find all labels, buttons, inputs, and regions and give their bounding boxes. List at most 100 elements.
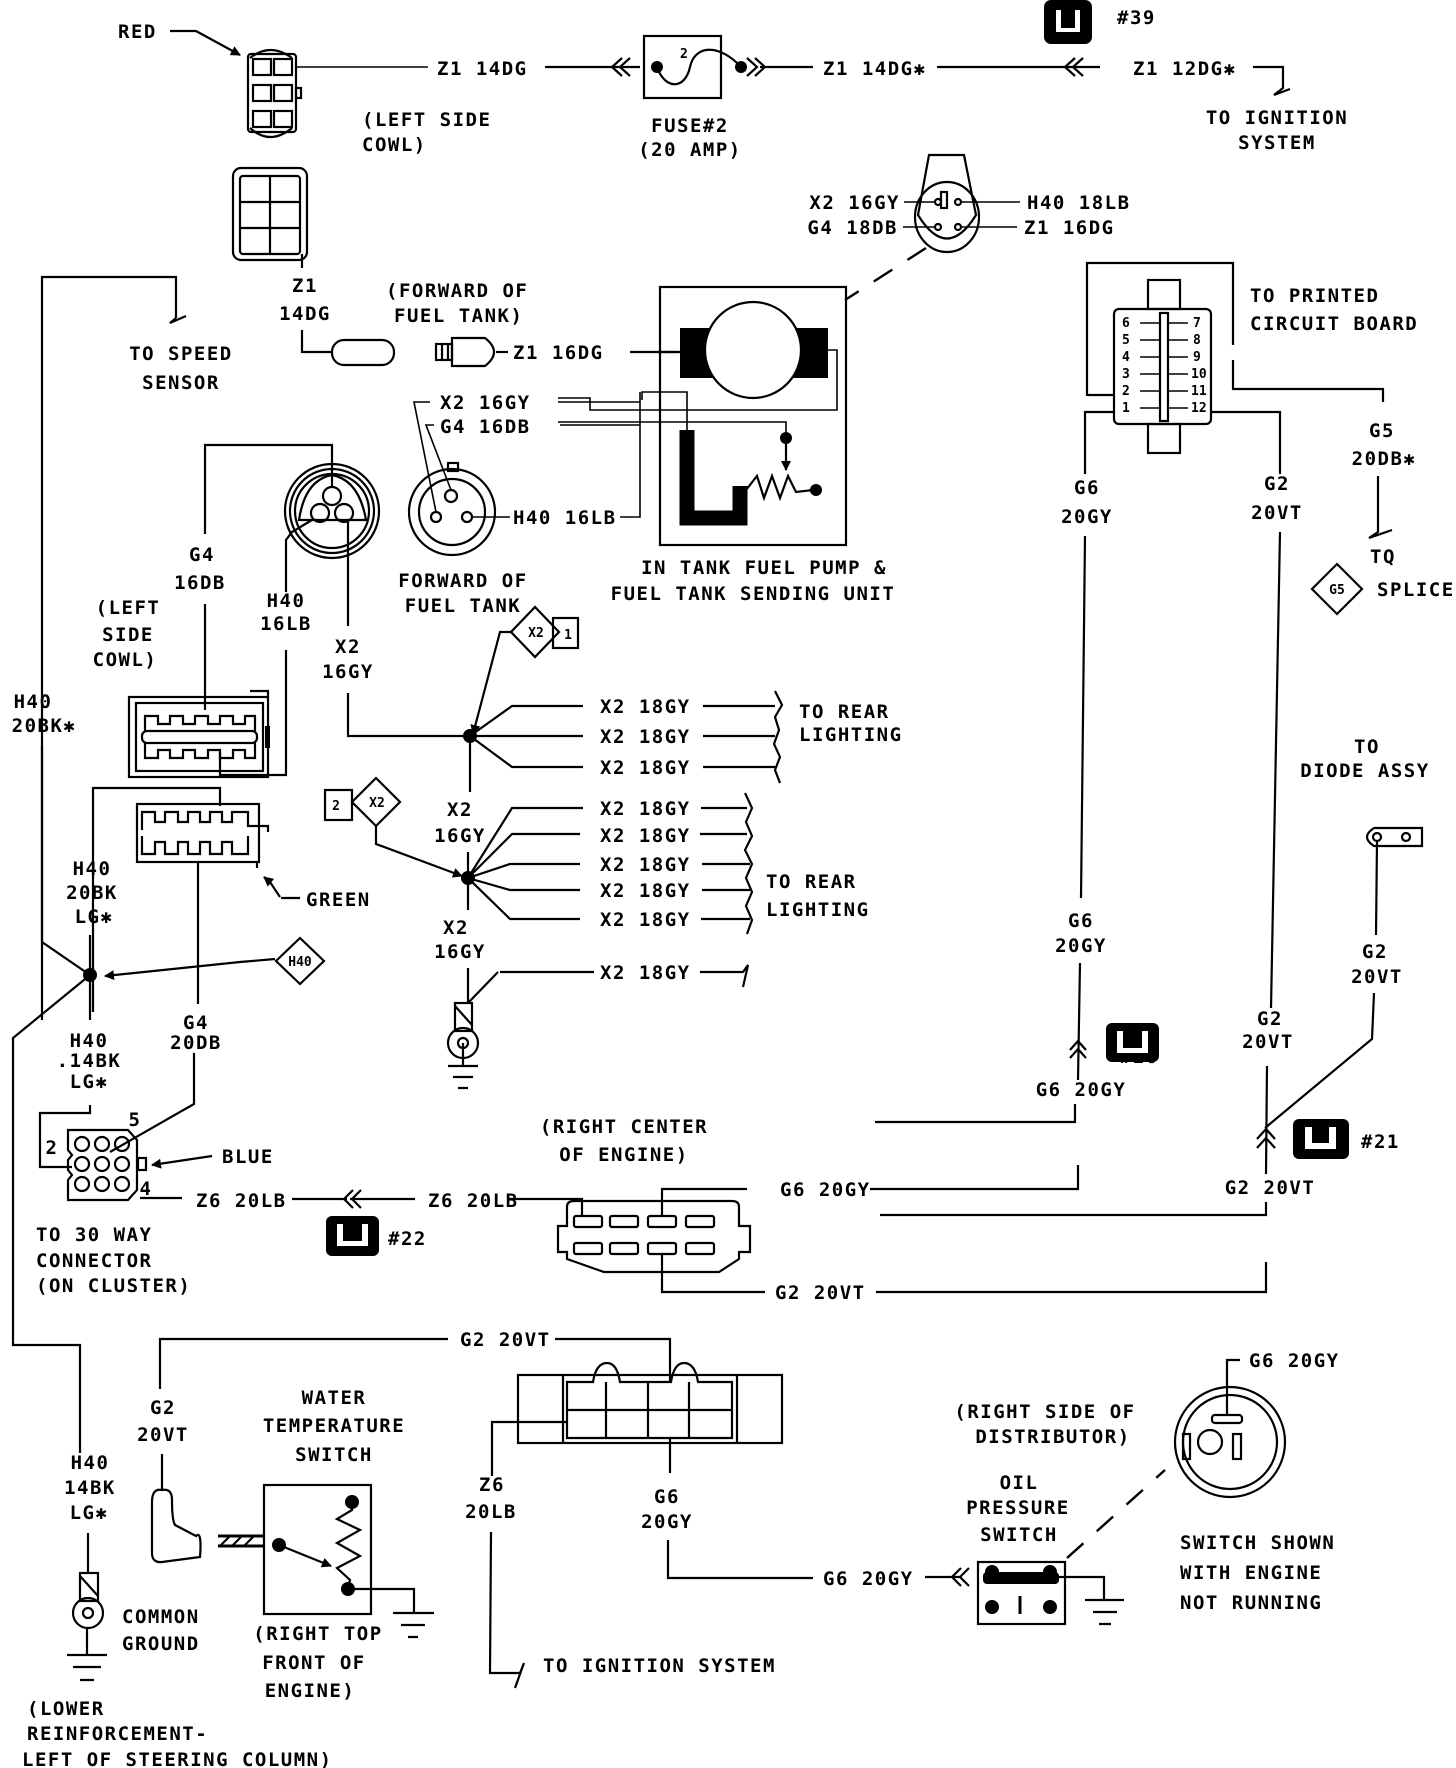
- pcb-g6-label-2: 20GY: [1061, 506, 1113, 528]
- rear-1-wire-1: X2 18GY: [600, 726, 691, 748]
- fuel-pump-sending-unit[interactable]: IN TANK FUEL PUMP & FUEL TANK SENDING UN…: [558, 285, 895, 605]
- to-rear-1-label-a: TO REAR: [799, 701, 890, 723]
- inline-connector-icon: [300, 330, 508, 368]
- g5-splice-diamond[interactable]: G5: [1310, 562, 1364, 616]
- connector-chevron-icon: [950, 1567, 970, 1587]
- pcb-pin-3: 3: [1122, 367, 1130, 382]
- printed-circuit-connector[interactable]: 6 5 4 3 2 1 7 8 9 10 11 12: [1083, 261, 1385, 474]
- forward-label-2: FUEL TANK): [394, 305, 523, 327]
- h40-14bk-label-1: H40: [70, 1030, 109, 1052]
- splice-22-icon[interactable]: [326, 1216, 379, 1256]
- bottom-z6-label-2: 20LB: [465, 1501, 517, 1523]
- wire-g5-break: [1368, 476, 1393, 540]
- left-cowl-label-2: COWL): [362, 134, 427, 156]
- rear-2-wire-4: X2 18GY: [600, 909, 691, 931]
- ground-icon: [1085, 1598, 1124, 1626]
- to-diode-label-1: TO: [1354, 736, 1380, 758]
- wire-z1-14dg-right-label: Z1 14DG✱: [823, 58, 927, 80]
- h40-14bk-label-2: .14BK: [57, 1050, 122, 1072]
- wire-g2-mid-down: [1264, 1065, 1269, 1175]
- pcb-pin-4: 4: [1122, 350, 1130, 365]
- pin-4-label: 4: [140, 1178, 153, 1200]
- pcb-pin-5: 5: [1122, 333, 1130, 348]
- g6-mid-label-2: 20GY: [1055, 935, 1107, 957]
- wire-h40-16lb-left: [284, 519, 313, 592]
- to-30way-label-1: TO 30 WAY: [36, 1224, 152, 1246]
- rear-1-wire-0: X2 18GY: [600, 696, 691, 718]
- red-label: RED: [118, 21, 157, 43]
- h40-splice-diamond[interactable]: H40: [274, 936, 326, 986]
- fuse-element-icon: [655, 48, 742, 86]
- rear-2-wire-0: X2 18GY: [600, 798, 691, 820]
- wire-g2-vertical: [1269, 531, 1282, 1009]
- ground-icon: [393, 1611, 434, 1639]
- rear-2-tails: [700, 806, 750, 921]
- bottom-g6-label-2: 20GY: [641, 1511, 693, 1533]
- diode-assy-terminal-icon[interactable]: [1365, 826, 1424, 848]
- wire-x2-trunk-1: [346, 693, 470, 738]
- splice-20-icon[interactable]: [1106, 1023, 1159, 1062]
- green-label: GREEN: [306, 889, 371, 911]
- fanout-1: [469, 704, 583, 769]
- bottom-z6-label-1: Z6: [479, 1474, 505, 1496]
- lower-label-3: LEFT OF STEERING COLUMN): [22, 1749, 333, 1768]
- wire-h40-diamond: [104, 957, 276, 981]
- h40-20bklg-label-3: LG✱: [75, 906, 114, 928]
- fuse-2[interactable]: 2 FUSE#2 (20 AMP): [638, 34, 767, 161]
- fuel-pump-connector[interactable]: X2 16GY G4 18DB H40 18LB Z1 16DG: [807, 153, 1131, 254]
- connector-dash-line: [1066, 1469, 1166, 1559]
- pcb-pin-2: 2: [1122, 384, 1130, 399]
- h40-20bklg-label-1: H40: [73, 858, 112, 880]
- fuel-tank-3pin-connector[interactable]: [407, 401, 640, 557]
- ground-h40-label-3: LG✱: [70, 1502, 109, 1524]
- splice-39-icon[interactable]: [1044, 0, 1092, 44]
- bottom-g2-label-2: 20VT: [137, 1424, 189, 1446]
- wire-z1-label: Z1: [292, 275, 318, 297]
- rear-extra-tail: [700, 964, 750, 988]
- common-ground-icon[interactable]: [67, 1533, 107, 1682]
- pcb-pin-1: 1: [1122, 401, 1130, 416]
- green-connector[interactable]: [91, 786, 270, 1012]
- x2-splice-1-diamond[interactable]: X2 1: [509, 605, 580, 659]
- splice-21-icon[interactable]: [1293, 1119, 1349, 1159]
- wire-14dg-label: 14DG: [279, 303, 331, 325]
- dist-label-1: (RIGHT SIDE OF: [954, 1401, 1135, 1423]
- pcb-pin-6: 6: [1122, 316, 1130, 331]
- to-printed-label-1: TO PRINTED: [1250, 285, 1379, 307]
- oil-sender-connector[interactable]: [1173, 1358, 1287, 1499]
- water-temp-label-2: TEMPERATURE: [263, 1415, 405, 1437]
- bottom-g6-label-1: G6: [654, 1486, 680, 1508]
- g4-20db-label-1: G4: [183, 1012, 209, 1034]
- blue-9pin-connector[interactable]: [38, 1053, 213, 1202]
- to-rear-2-label-a: TO REAR: [766, 871, 857, 893]
- to-speed-label-2: SENSOR: [142, 372, 220, 394]
- x2-splice-2-diamond[interactable]: 2 X2: [323, 776, 402, 828]
- trunk-2-label-a: X2: [443, 917, 469, 939]
- oil-sender-g6-label: G6 20GY: [1249, 1350, 1340, 1372]
- bottom-8pin-connector[interactable]: [490, 1361, 784, 1476]
- water-temp-label-1: WATER: [302, 1387, 367, 1409]
- pcb-g2-label-2: 20VT: [1251, 502, 1303, 524]
- water-temp-switch[interactable]: [262, 1483, 416, 1616]
- connector-dash-line: [844, 246, 927, 302]
- bottom-g2-label-1: G2: [150, 1397, 176, 1419]
- float-arm-icon: [679, 430, 748, 526]
- water-loc-label-3: ENGINE): [265, 1680, 356, 1702]
- forward-label-1: (FORWARD OF: [386, 280, 528, 302]
- note-label-1: SWITCH SHOWN: [1180, 1532, 1335, 1554]
- common-ground-label-2: GROUND: [122, 1633, 200, 1655]
- fuel-connector-wire-h40: H40 18LB: [1027, 192, 1131, 214]
- pin-5-label: 5: [129, 1109, 142, 1131]
- wire-h40-20bk: [40, 746, 91, 976]
- cowl-12pin-connector[interactable]: [127, 689, 270, 779]
- oil-pressure-switch[interactable]: [976, 1560, 1106, 1626]
- pcb-g5-label-1: G5: [1369, 420, 1395, 442]
- engine-8pin-connector[interactable]: [508, 1187, 765, 1294]
- oil-label-1: OIL: [1000, 1472, 1039, 1494]
- h40-gauge-label: 16LB: [260, 613, 312, 635]
- splice-1-lead: [470, 630, 511, 735]
- wire-g6-to-oil: [666, 1540, 813, 1580]
- splice-21-label: #21: [1361, 1131, 1400, 1153]
- engine-g6-label: G6 20GY: [780, 1179, 871, 1201]
